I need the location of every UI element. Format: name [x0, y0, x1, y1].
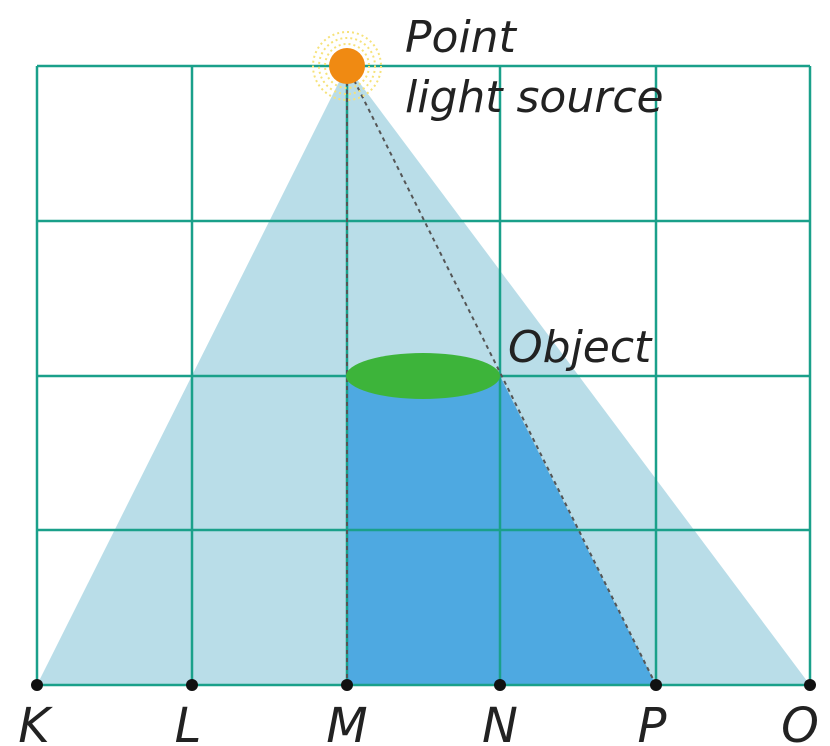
point-l-dot — [186, 679, 198, 691]
point-n-dot — [494, 679, 506, 691]
point-label-l: L — [175, 698, 202, 746]
object-top — [346, 353, 500, 399]
point-k-dot — [31, 679, 43, 691]
point-label-p: P — [638, 698, 667, 746]
point-label-n: N — [482, 698, 518, 746]
point-label-m: M — [326, 698, 367, 746]
point-p-dot — [650, 679, 662, 691]
light-source-label-line2: light source — [405, 72, 664, 123]
point-m-dot — [341, 679, 353, 691]
point-label-k: K — [18, 698, 53, 746]
light-source-label-line1: Point — [405, 12, 518, 63]
point-o-dot — [804, 679, 816, 691]
object-label: Object — [508, 322, 653, 373]
point-label-o: O — [781, 698, 819, 746]
